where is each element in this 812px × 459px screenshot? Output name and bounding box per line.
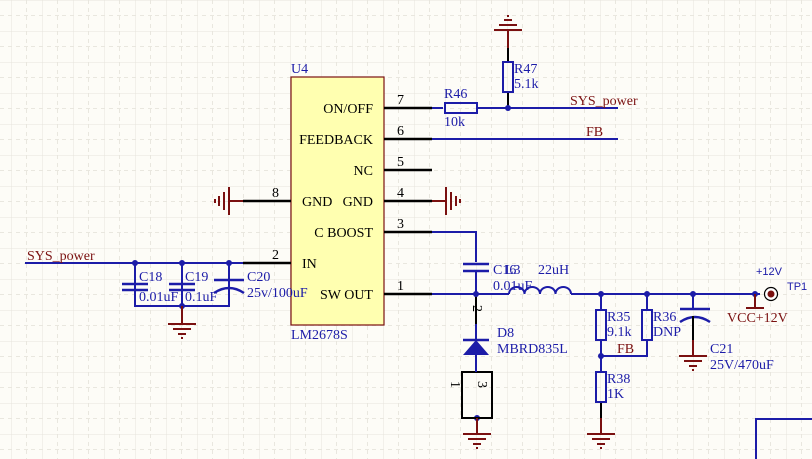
r46-ref: R46 (444, 87, 467, 102)
pin-num-7: 7 (397, 93, 404, 108)
r47-value: 5.1k (514, 77, 539, 92)
resistor-r35[interactable]: R35 9.1k (595, 309, 632, 341)
test-point-tp1[interactable]: +12V TP1 (756, 266, 807, 302)
partial-component-border (755, 418, 812, 459)
r47-ref: R47 (514, 62, 537, 77)
ic-body (290, 76, 385, 326)
pin-num-4: 4 (397, 186, 404, 201)
pin-num-8: 8 (272, 186, 279, 201)
c20-ref: C20 (247, 270, 270, 285)
c21-value: 25V/470uF (710, 358, 774, 373)
r35-value: 9.1k (607, 325, 632, 340)
ground-symbol-d8 (463, 418, 491, 449)
ground-symbol-c21 (679, 340, 707, 371)
pin-name-feedback: FEEDBACK (299, 133, 373, 148)
r38-value: 1K (607, 387, 624, 402)
pin-name-on-off: ON/OFF (323, 102, 373, 117)
pin-name-nc: NC (354, 164, 373, 179)
tp1-net: +12V (756, 266, 783, 278)
power-port-vcc12v (746, 294, 764, 309)
resistor-r46[interactable]: R46 10k (444, 87, 478, 130)
l3-ref: L3 (505, 263, 521, 278)
net-label-sys-power-top: SYS_power (570, 94, 638, 109)
pin-num-1: 1 (397, 279, 404, 294)
net-label-vcc12v: VCC+12V (727, 311, 788, 326)
ground-symbol-pin4 (432, 187, 461, 215)
l3-value: 22uH (538, 263, 569, 278)
c16-value: 0.01uF (493, 279, 533, 294)
pin-name-gnd-left: GND (302, 195, 332, 210)
c18-value: 0.01uF (139, 290, 179, 305)
capacitor-c19[interactable]: C19 0.1uF (169, 270, 218, 305)
ic-designator: U4 (291, 62, 308, 77)
pin-num-3: 3 (397, 217, 404, 232)
ic-u4[interactable]: U4 LM2678S ON/OFF FEEDBACK NC GND GND C … (243, 62, 432, 343)
net-label-fb-top: FB (586, 125, 603, 140)
pin-num-5: 5 (397, 155, 404, 170)
resistor-r38[interactable]: R38 1K (595, 371, 630, 403)
ic-part-number: LM2678S (291, 328, 348, 343)
net-label-sys-power-left: SYS_power (27, 249, 95, 264)
c16-ref: C16 (493, 263, 516, 278)
c19-value: 0.1uF (185, 290, 218, 305)
pin-name-in: IN (302, 257, 317, 272)
ground-symbol-r38 (587, 418, 615, 449)
c21-ref: C21 (710, 342, 733, 357)
d8-pin-1: 1 (447, 381, 462, 388)
d8-pin-3: 3 (474, 381, 489, 388)
ground-symbol-input-caps (168, 306, 196, 339)
r36-ref: R36 (653, 310, 676, 325)
pin-name-gnd-right: GND (343, 195, 373, 210)
c20-value: 25v/100uF (247, 286, 308, 301)
ground-symbol-pin8 (214, 187, 243, 215)
pin-name-c-boost: C BOOST (314, 226, 373, 241)
capacitor-c20[interactable]: C20 25v/100uF (213, 270, 308, 301)
capacitor-c18[interactable]: C18 0.01uF (122, 270, 179, 305)
r46-value: 10k (444, 115, 465, 130)
resistor-r47[interactable]: R47 5.1k (502, 61, 539, 93)
net-label-fb-divider: FB (617, 342, 634, 357)
d8-pin-2: 2 (469, 305, 484, 312)
pin-name-sw-out: SW OUT (320, 288, 373, 303)
r38-ref: R38 (607, 372, 630, 387)
d8-ref: D8 (497, 326, 514, 341)
c18-ref: C18 (139, 270, 162, 285)
r35-ref: R35 (607, 310, 630, 325)
d8-value: MBRD835L (497, 342, 568, 357)
inductor-l3[interactable]: L3 22uH (505, 263, 572, 295)
resistor-r36[interactable]: R36 DNP (641, 309, 681, 341)
c19-ref: C19 (185, 270, 208, 285)
tp1-ref: TP1 (787, 281, 807, 293)
pin-num-6: 6 (397, 124, 404, 139)
r36-value: DNP (653, 325, 681, 340)
ground-symbol-r47 (494, 15, 522, 48)
pin-num-2: 2 (272, 248, 279, 263)
ic-pin-lines (243, 106, 432, 296)
capacitor-c21[interactable]: C21 25V/470uF (679, 307, 774, 373)
